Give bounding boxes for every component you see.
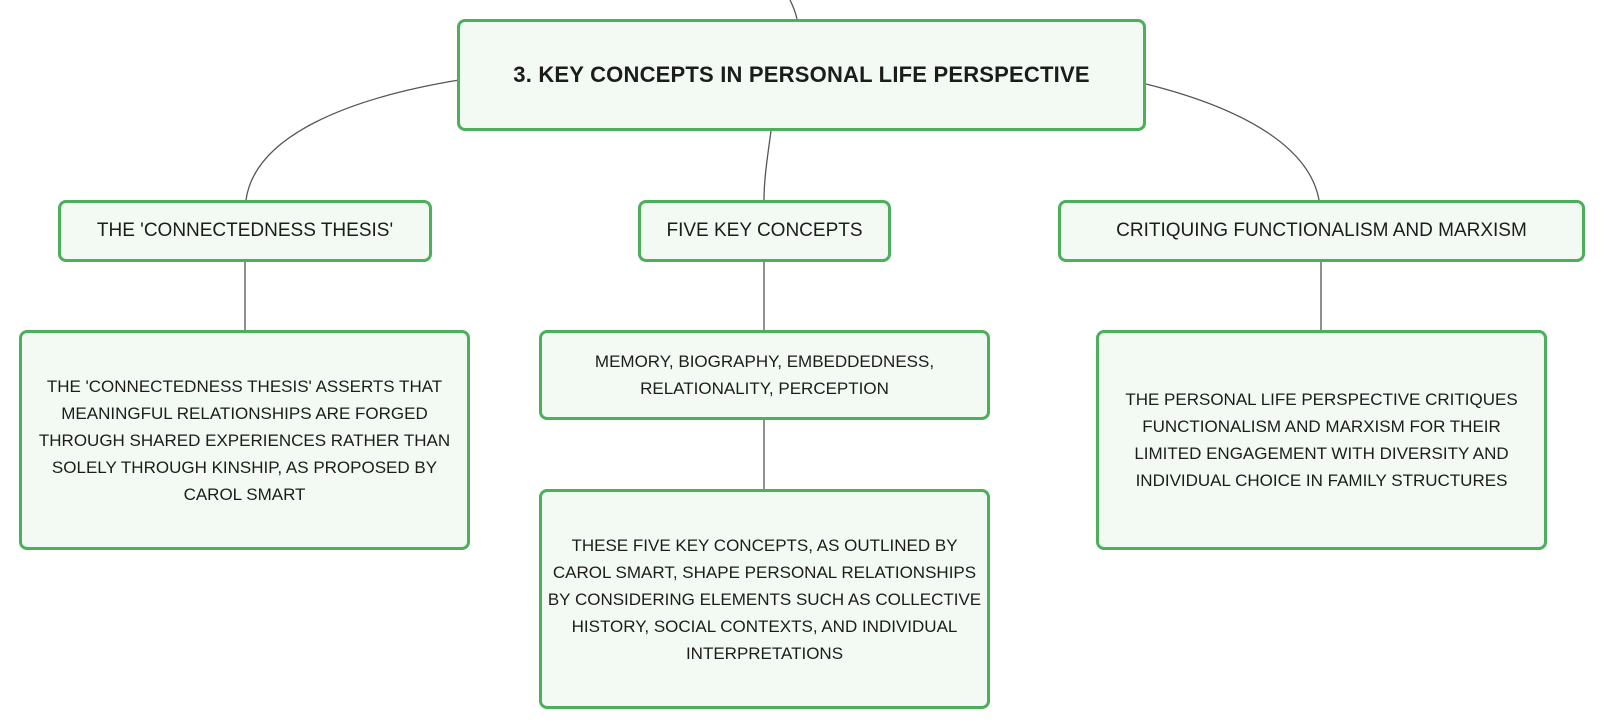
- topic-label: CRITIQUING FUNCTIONALISM AND MARXISM: [1116, 220, 1527, 241]
- subtopic-label: THE PERSONAL LIFE PERSPECTIVE CRITIQUES …: [1125, 390, 1518, 490]
- subtopic-label: THESE FIVE KEY CONCEPTS, AS OUTLINED BY …: [547, 535, 982, 663]
- subtopic-five-concepts-list[interactable]: MEMORY, BIOGRAPHY, EMBEDDEDNESS, RELATIO…: [539, 330, 990, 420]
- connector-root-to-five-concepts: [763, 130, 772, 201]
- topic-critiquing-functionalism-marxism[interactable]: CRITIQUING FUNCTIONALISM AND MARXISM: [1058, 200, 1585, 262]
- connector-upstream: [789, 0, 798, 20]
- root-topic-node[interactable]: 3. KEY CONCEPTS IN PERSONAL LIFE PERSPEC…: [457, 19, 1146, 131]
- subtopic-five-concepts-description[interactable]: THESE FIVE KEY CONCEPTS, AS OUTLINED BY …: [539, 489, 990, 709]
- subtopic-critiquing-description[interactable]: THE PERSONAL LIFE PERSPECTIVE CRITIQUES …: [1096, 330, 1547, 550]
- topic-label: FIVE KEY CONCEPTS: [666, 220, 863, 241]
- root-topic-label: 3. KEY CONCEPTS IN PERSONAL LIFE PERSPEC…: [513, 62, 1090, 87]
- connector-root-to-critiquing: [1145, 83, 1320, 201]
- subtopic-label: THE 'CONNECTEDNESS THESIS' ASSERTS THAT …: [38, 376, 451, 504]
- topic-label: THE 'CONNECTEDNESS THESIS': [96, 220, 394, 241]
- connector-root-to-connectedness: [245, 79, 460, 201]
- topic-five-key-concepts[interactable]: FIVE KEY CONCEPTS: [638, 200, 891, 262]
- subtopic-label: MEMORY, BIOGRAPHY, EMBEDDEDNESS, RELATIO…: [594, 352, 935, 398]
- subtopic-connectedness-description[interactable]: THE 'CONNECTEDNESS THESIS' ASSERTS THAT …: [19, 330, 470, 550]
- topic-connectedness-thesis[interactable]: THE 'CONNECTEDNESS THESIS': [58, 200, 432, 262]
